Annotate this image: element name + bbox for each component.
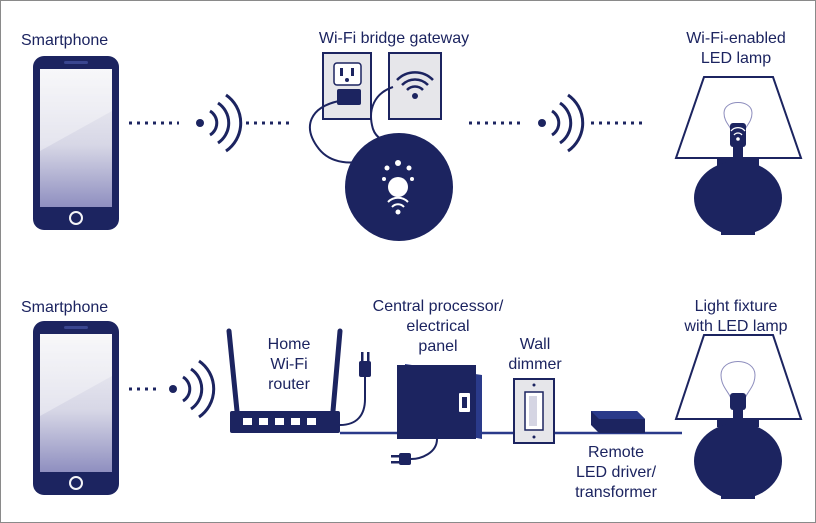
wifi-lamp-label-line1: Wi-Fi-enabled bbox=[686, 30, 786, 47]
led-driver-label: Remote LED driver/ transformer bbox=[551, 443, 681, 503]
top-smartphone-label: Smartphone bbox=[21, 31, 108, 51]
electrical-panel-icon bbox=[391, 364, 482, 465]
router-label-line2: Wi-Fi bbox=[270, 356, 308, 373]
processor-label-line2: electrical bbox=[406, 318, 470, 335]
wifi-router-icon bbox=[226, 328, 371, 433]
router-label: Home Wi-Fi router bbox=[249, 335, 329, 395]
router-label-line1: Home bbox=[267, 336, 311, 353]
led-driver-label-line1: Remote bbox=[587, 444, 645, 461]
dimmer-label-line2: dimmer bbox=[508, 356, 562, 373]
top-smartphone-label-text: Smartphone bbox=[21, 32, 109, 49]
fixture-label-line2: with LED lamp bbox=[684, 318, 788, 335]
led-driver-label-line3: transformer bbox=[575, 484, 657, 501]
processor-label-line3: panel bbox=[418, 338, 458, 355]
wifi-led-lamp-icon bbox=[674, 76, 803, 235]
processor-label-line1: Central processor/ bbox=[372, 298, 504, 315]
wifi-lamp-label-line2: LED lamp bbox=[700, 50, 772, 67]
wifi-bridge-gateway-icon bbox=[308, 52, 453, 241]
wireless-signal-icon-phone-to-gateway bbox=[129, 93, 294, 153]
wireless-signal-icon-phone-to-router bbox=[129, 359, 216, 419]
dimmer-label: Wall dimmer bbox=[495, 335, 575, 375]
processor-label: Central processor/ electrical panel bbox=[353, 297, 523, 357]
gateway-label: Wi-Fi bridge gateway bbox=[287, 29, 501, 49]
dimmer-label-line1: Wall bbox=[519, 336, 551, 353]
smartphone-icon-bottom bbox=[33, 321, 119, 495]
wireless-signal-icon-gateway-to-lamp bbox=[469, 93, 643, 153]
wall-dimmer-icon bbox=[513, 378, 555, 444]
light-fixture-led-lamp-icon bbox=[674, 334, 803, 499]
led-driver-transformer-icon bbox=[591, 411, 645, 433]
router-label-line3: router bbox=[268, 376, 310, 393]
fixture-label: Light fixture with LED lamp bbox=[665, 297, 807, 337]
led-driver-label-line2: LED driver/ bbox=[575, 464, 657, 481]
bottom-smartphone-label-text: Smartphone bbox=[21, 299, 109, 316]
smartphone-icon-top bbox=[33, 56, 119, 230]
fixture-label-line1: Light fixture bbox=[694, 298, 778, 315]
gateway-label-text: Wi-Fi bridge gateway bbox=[318, 30, 470, 47]
bottom-smartphone-label: Smartphone bbox=[21, 298, 108, 318]
wifi-lamp-label: Wi-Fi-enabled LED lamp bbox=[661, 29, 811, 69]
